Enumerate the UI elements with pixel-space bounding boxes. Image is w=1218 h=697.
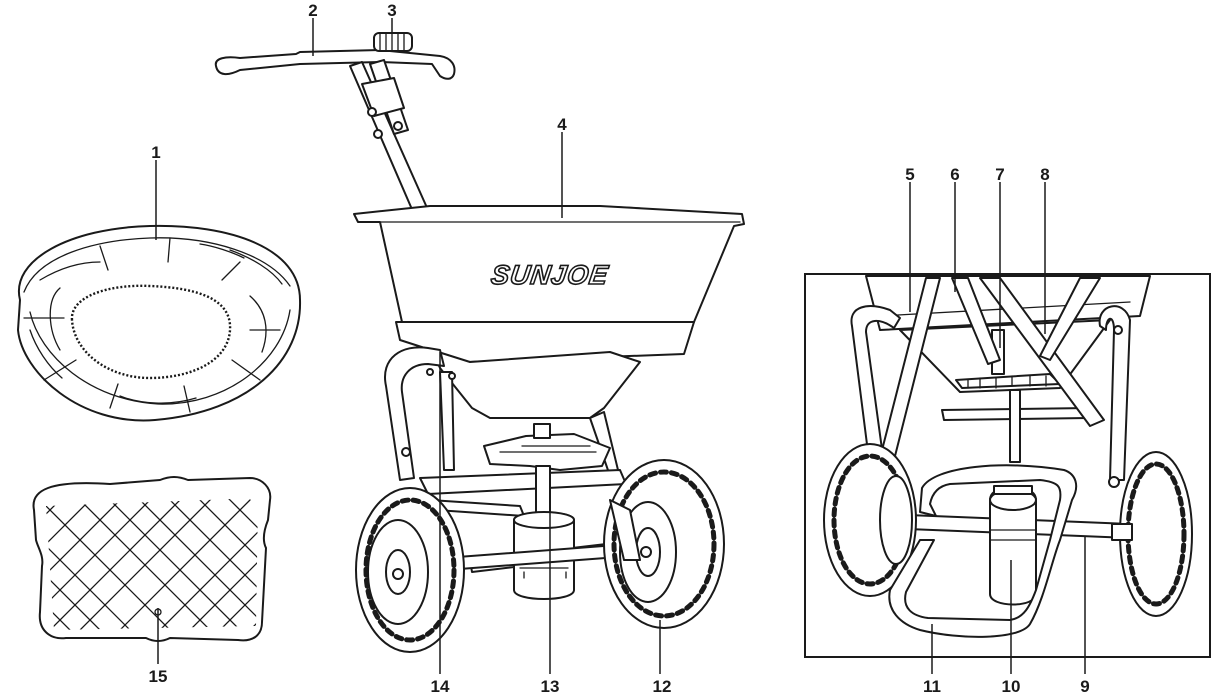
hopper-grate	[32, 476, 272, 642]
callout-13: 13	[541, 677, 560, 696]
brand-logo: SUNJOE	[489, 259, 610, 290]
detail-inset	[804, 273, 1211, 658]
callout-5: 5	[905, 165, 914, 184]
callout-6: 6	[950, 165, 959, 184]
callout-9: 9	[1080, 677, 1089, 696]
callout-7: 7	[995, 165, 1004, 184]
hopper-cover	[17, 224, 302, 422]
right-wheel	[603, 459, 725, 629]
left-wheel	[355, 487, 465, 653]
callout-12: 12	[653, 677, 672, 696]
spreader-main: SUNJOE	[214, 32, 745, 653]
callout-4: 4	[557, 115, 567, 134]
callout-3: 3	[387, 1, 396, 20]
callout-11: 11	[923, 677, 941, 696]
callout-8: 8	[1040, 165, 1049, 184]
callout-14: 14	[431, 677, 450, 696]
callout-15: 15	[149, 667, 168, 686]
leader-lines	[155, 18, 1086, 674]
callout-10: 10	[1002, 677, 1021, 696]
callout-1: 1	[151, 143, 160, 162]
callout-numbers: 1 2 3 4 5 6 7 8 9 10 11 12 13 14 15	[149, 1, 1090, 696]
callout-2: 2	[308, 1, 317, 20]
